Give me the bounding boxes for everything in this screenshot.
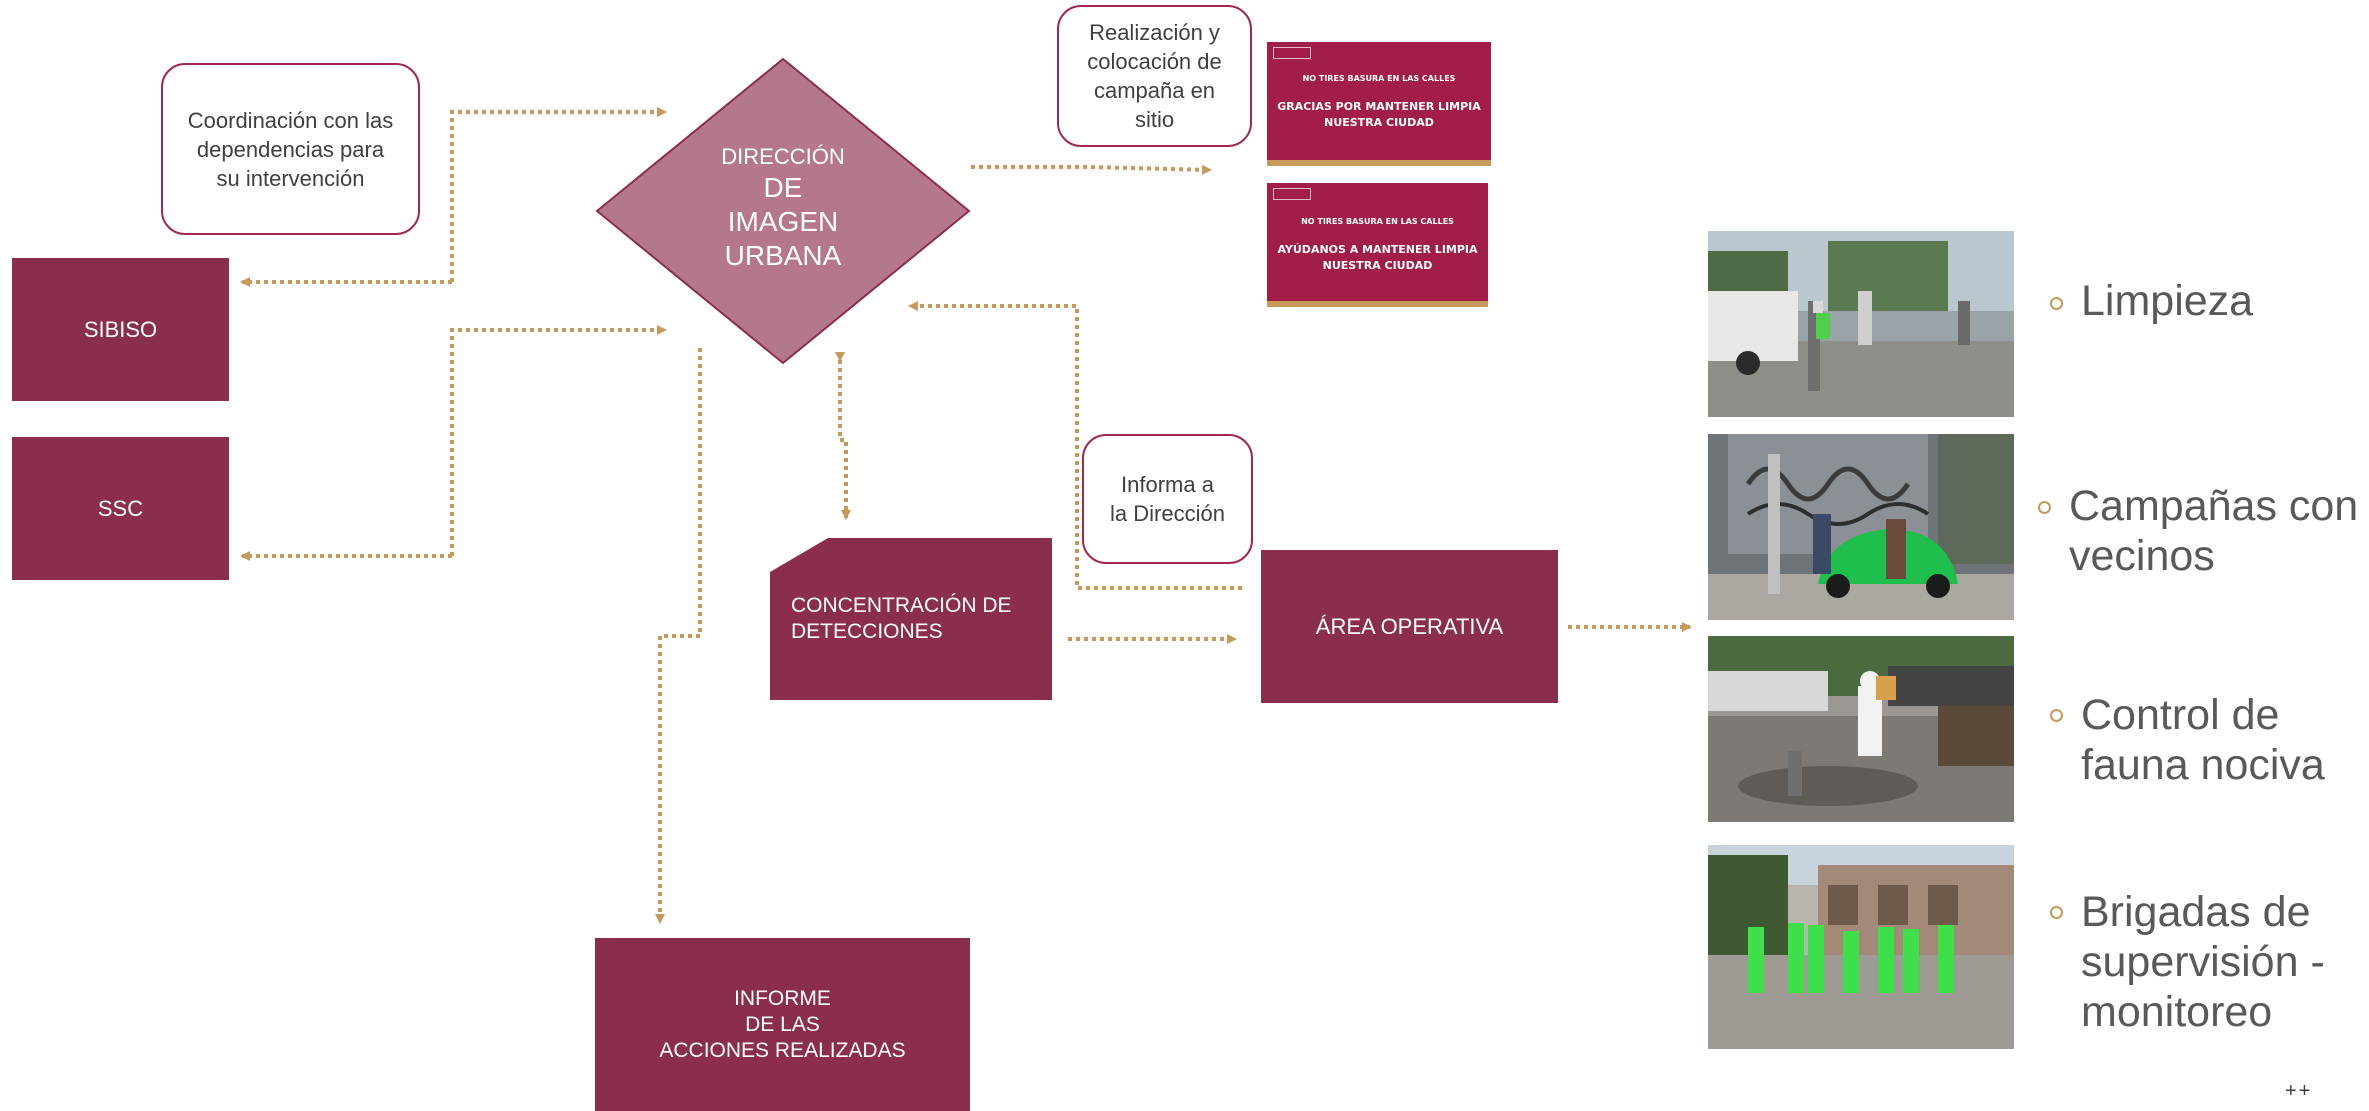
photo-fauna [1708,636,2014,822]
action-3-label: Control de fauna nociva [2081,690,2325,790]
arrow-to-campaign [971,164,1212,175]
action-3-bullet [2050,709,2063,722]
action-3-line1: Control de [2081,691,2280,739]
action-4-line1: Brigadas de [2081,888,2311,936]
arrow-to-informe [655,348,702,924]
poster-1-line2: NUESTRA CIUDAD [1324,116,1434,129]
box-informe-line1: INFORME [734,986,831,1010]
poster-2-logo [1273,188,1311,200]
poster-2-line2: NUESTRA CIUDAD [1322,259,1433,272]
box-sibiso-label: SIBISO [83,316,158,342]
action-2-label: Campañas con vecinos [2069,481,2358,581]
box-concentracion-line2: DETECCIONES [791,620,943,643]
callout-informa-text: Informa a la Dirección [1110,472,1225,526]
callout-coordinacion-text: Coordinación con las dependencias para s… [187,107,394,191]
callout-informa: Informa a la Dirección [1082,434,1253,564]
action-2-line2: vecinos [2069,532,2215,580]
action-4-line3: monitoreo [2081,988,2273,1036]
box-informe-line2: DE LAS [745,1012,820,1036]
action-4-line2: supervisión - [2081,938,2325,986]
box-area-operativa-label: ÁREA OPERATIVA [1315,613,1504,639]
callout-realizacion-text: Realización y colocación de campaña en s… [1087,20,1222,132]
box-ssc-label: SSC [97,495,144,521]
poster-2-line1: AYÚDANOS A MANTENER LIMPIA [1277,243,1478,256]
poster-1-line1: GRACIAS POR MANTENER LIMPIA [1277,100,1481,113]
callout-coordinacion: Coordinación con las dependencias para s… [161,63,420,235]
box-informe: INFORME DE LAS ACCIONES REALIZADAS [595,938,970,1111]
action-1-line1: Limpieza [2081,277,2254,325]
box-sibiso: SIBISO [12,258,229,401]
poster-1-logo [1273,47,1311,59]
direccion-label-line2: DE [763,172,803,203]
arrow-direccion-concentracion [835,352,851,520]
action-1-bullet [2050,297,2063,310]
action-3-line2: fauna nociva [2081,741,2325,789]
arrow-to-direccion-top [450,107,667,282]
action-4-label: Brigadas de supervisión - monitoreo [2081,887,2325,1037]
direccion-diamond [595,57,971,365]
campaign-poster-2: NO TIRES BASURA EN LAS CALLES AYÚDANOS A… [1267,183,1488,307]
action-4-bullet [2050,906,2063,919]
poster-1-header: NO TIRES BASURA EN LAS CALLES [1302,74,1456,83]
footer-mark: ++ [2285,1080,2313,1102]
box-informe-line3: ACCIONES REALIZADAS [659,1038,906,1062]
box-concentracion: CONCENTRACIÓN DE DETECCIONES [770,538,1052,700]
poster-2-header: NO TIRES BASURA EN LAS CALLES [1301,217,1454,226]
direccion-label-line1: DIRECCIÓN [721,144,845,169]
box-concentracion-line1: CONCENTRACIÓN DE [791,594,1012,617]
arrow-to-direccion-mid [450,325,667,556]
photo-limpieza [1708,231,2014,417]
poster-2-gold-strip [1267,301,1488,307]
direccion-label-line4: URBANA [724,240,842,271]
box-area-operativa: ÁREA OPERATIVA [1261,550,1558,703]
photo-brigadas [1708,845,2014,1049]
box-ssc: SSC [12,437,229,580]
campaign-poster-1: NO TIRES BASURA EN LAS CALLES GRACIAS PO… [1267,42,1491,166]
photo-campanas [1708,434,2014,620]
action-1-label: Limpieza [2081,276,2253,326]
action-2-bullet [2038,501,2051,514]
direccion-label: DIRECCIÓN DE IMAGEN URBANA [660,143,906,273]
arrow-area-to-direccion [908,301,1242,590]
action-2-line1: Campañas con [2069,482,2359,530]
direccion-label-line3: IMAGEN [727,206,839,237]
callout-realizacion: Realización y colocación de campaña en s… [1057,5,1252,147]
poster-1-gold-strip [1267,160,1491,166]
